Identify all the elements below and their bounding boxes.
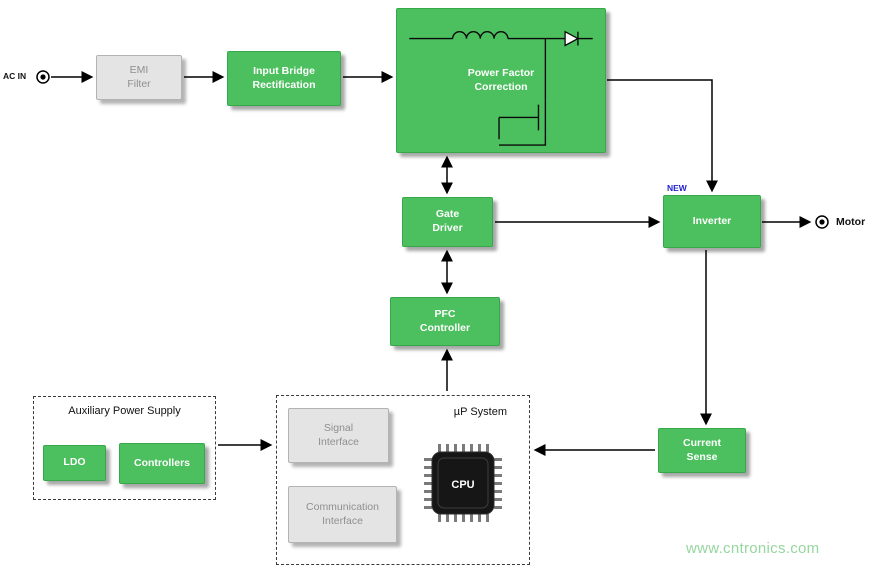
block-inverter: Inverter xyxy=(663,195,761,248)
aux-power-supply-title: Auxiliary Power Supply xyxy=(68,405,181,417)
current-sense-label: Current Sense xyxy=(683,436,721,463)
controllers-label: Controllers xyxy=(133,456,190,469)
cpu-inner-ring xyxy=(437,457,489,509)
cpu-label: CPU xyxy=(451,479,474,491)
ac-in-label: AC IN xyxy=(3,71,27,81)
inverter-label: Inverter xyxy=(692,214,732,227)
inductor-icon xyxy=(451,31,509,39)
ac-in-terminal-icon xyxy=(36,70,50,84)
new-badge: NEW xyxy=(667,183,687,193)
pfc-wire xyxy=(499,134,547,146)
block-emi-filter: EMI Filter xyxy=(96,55,182,100)
block-comm-interface: Communication Interface xyxy=(288,486,397,543)
block-pfc: Power Factor Correction xyxy=(396,8,606,153)
block-ldo: LDO xyxy=(43,445,106,481)
block-pfc-controller: PFC Controller xyxy=(390,297,500,346)
watermark-text: www.cntronics.com xyxy=(686,540,820,557)
block-input-bridge: Input Bridge Rectification xyxy=(227,51,341,106)
aux-power-supply-group: Auxiliary Power Supply xyxy=(33,396,216,500)
block-signal-interface: Signal Interface xyxy=(288,408,389,463)
up-system-group: µP System xyxy=(276,395,530,565)
comm-interface-label: Communication Interface xyxy=(306,500,379,527)
emi-filter-label: EMI Filter xyxy=(127,63,151,90)
motor-label: Motor xyxy=(836,216,866,228)
block-gate-driver: Gate Driver xyxy=(402,197,493,247)
block-controllers: Controllers xyxy=(119,443,205,484)
block-current-sense: Current Sense xyxy=(658,428,746,473)
arrow-pfc-to-inverter xyxy=(607,79,718,193)
cpu-body xyxy=(431,451,495,515)
cpu-chip-icon: CPU xyxy=(424,444,502,522)
motor-terminal-icon xyxy=(815,215,829,229)
pfc-label: Power Factor Correction xyxy=(467,66,535,93)
diode-icon xyxy=(564,30,580,47)
pfc-controller-label: PFC Controller xyxy=(419,307,471,334)
up-system-title: µP System xyxy=(453,406,507,418)
input-bridge-label: Input Bridge Rectification xyxy=(252,64,316,91)
signal-interface-label: Signal Interface xyxy=(318,421,359,448)
pfc-circuit-schematic xyxy=(409,30,593,146)
gate-driver-label: Gate Driver xyxy=(432,208,463,234)
ldo-label: LDO xyxy=(63,456,86,469)
